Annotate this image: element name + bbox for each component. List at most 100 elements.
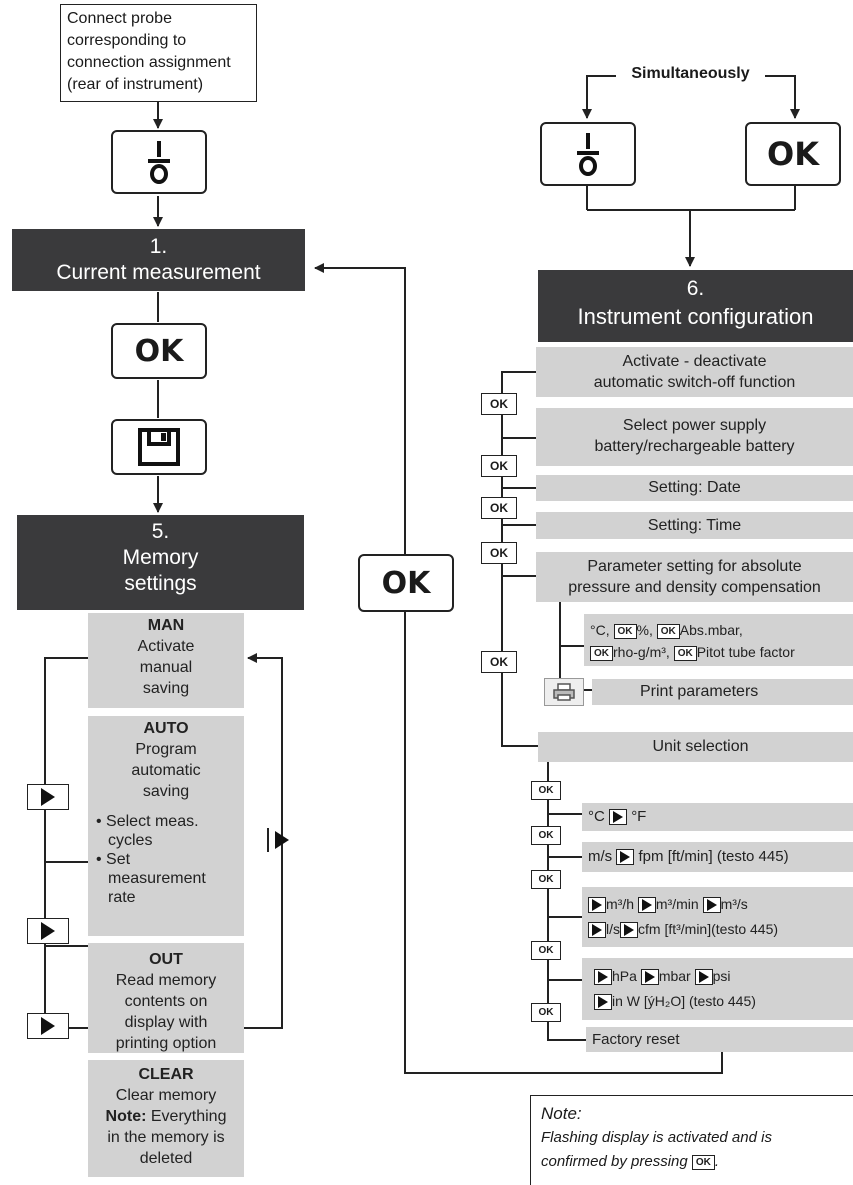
mode-man-line1: Activate bbox=[137, 638, 195, 655]
ok-key-unit-1[interactable]: OK bbox=[531, 781, 561, 800]
param-unit-rho: rho-g/m³, bbox=[613, 644, 674, 660]
ok-key-time[interactable]: OK bbox=[481, 542, 517, 564]
ok-button-return[interactable]: OK bbox=[358, 554, 454, 612]
param-unit-pitot: Pitot tube factor bbox=[696, 644, 795, 660]
probe-note-text: Connect probe corresponding to connectio… bbox=[67, 10, 231, 93]
next-button-man[interactable] bbox=[27, 784, 69, 810]
return-bar bbox=[267, 828, 269, 852]
next-key-icon bbox=[640, 969, 659, 986]
mode-man[interactable]: MAN Activate manual saving bbox=[88, 613, 244, 708]
power-line1: Select power supply bbox=[622, 417, 767, 434]
simultaneously-label: Simultaneously bbox=[631, 65, 750, 82]
unit-hpa: hPa bbox=[612, 968, 637, 984]
unit-m3min: m³/min bbox=[655, 896, 699, 912]
config-auto-off[interactable]: Activate - deactivate automatic switch-o… bbox=[536, 347, 853, 397]
mode-auto[interactable]: AUTO Program automatic saving • Select m… bbox=[88, 716, 244, 936]
ok-key-autooff[interactable]: OK bbox=[481, 393, 517, 415]
config-unit-selection[interactable]: Unit selection bbox=[538, 732, 853, 762]
print-button[interactable] bbox=[544, 678, 584, 706]
ok-key-parameters[interactable]: OK bbox=[481, 651, 517, 673]
next-button-auto[interactable] bbox=[27, 918, 69, 944]
next-key-icon bbox=[616, 849, 635, 866]
current-measurement-number: 1. bbox=[149, 235, 168, 258]
next-button-out[interactable] bbox=[27, 1013, 69, 1039]
mode-clear[interactable]: CLEAR Clear memory Note: Everything in t… bbox=[88, 1060, 244, 1177]
mode-clear-note-label: Note: bbox=[105, 1108, 147, 1125]
floppy-disk-icon bbox=[138, 428, 180, 466]
play-arrow-icon bbox=[41, 788, 55, 806]
instrument-configuration-block: 6. Instrument configuration bbox=[538, 270, 853, 342]
config-number: 6. bbox=[686, 277, 705, 300]
param-line2: pressure and density compensation bbox=[568, 579, 821, 596]
ok-key-date[interactable]: OK bbox=[481, 497, 517, 519]
config-power-supply[interactable]: Select power supply battery/rechargeable… bbox=[536, 408, 853, 466]
config-factory-reset[interactable]: Factory reset bbox=[586, 1027, 853, 1052]
mode-out[interactable]: OUT Read memory contents on display with… bbox=[88, 943, 244, 1053]
unit-mbar: mbar bbox=[658, 968, 691, 984]
config-time[interactable]: Setting: Time bbox=[536, 512, 853, 539]
ok-button-label: OK bbox=[381, 565, 431, 601]
ok-button-label: OK bbox=[134, 333, 184, 369]
unit-ms: m/s bbox=[588, 848, 613, 865]
mode-auto-line2: automatic bbox=[131, 762, 201, 779]
unit-celsius: °C bbox=[588, 808, 605, 825]
ok-key-icon: OK bbox=[691, 1154, 715, 1170]
memory-settings-title-2: settings bbox=[124, 572, 197, 595]
ok-key-unit-5[interactable]: OK bbox=[531, 1003, 561, 1022]
mode-auto-name: AUTO bbox=[143, 720, 189, 737]
unit-cfm: cfm [ft³/min](testo 445) bbox=[638, 921, 779, 937]
ok-key-unit-2[interactable]: OK bbox=[531, 826, 561, 845]
ok-key-power[interactable]: OK bbox=[481, 455, 517, 477]
auto-bullet-2a: • Set bbox=[96, 851, 131, 868]
param-unit-abs: Abs.mbar, bbox=[679, 622, 743, 638]
auto-bullet-2c: rate bbox=[108, 889, 136, 906]
power-icon bbox=[148, 141, 170, 184]
ok-button-measure[interactable]: OK bbox=[111, 323, 207, 379]
auto-bullet-1b: cycles bbox=[108, 832, 153, 849]
note-line2: confirmed by pressing OK. bbox=[541, 1150, 843, 1174]
next-button-return[interactable] bbox=[256, 826, 300, 854]
next-key-icon bbox=[620, 922, 638, 939]
ok-key-unit-3[interactable]: OK bbox=[531, 870, 561, 889]
unit-pressure[interactable]: hPa mbar psi in W [ýH₂O] (testo 445) bbox=[582, 958, 853, 1020]
unit-velocity[interactable]: m/s fpm [ft/min] (testo 445) bbox=[582, 842, 853, 872]
power-line2: battery/rechargeable battery bbox=[594, 438, 795, 455]
unit-temperature[interactable]: °C °F bbox=[582, 803, 853, 831]
ok-key-icon: OK bbox=[656, 623, 680, 639]
note-line2-text: confirmed by pressing bbox=[541, 1153, 688, 1170]
mode-auto-line3: saving bbox=[142, 783, 190, 800]
next-key-icon bbox=[588, 922, 606, 939]
ok-button-config[interactable]: OK bbox=[745, 122, 841, 186]
next-key-icon bbox=[637, 897, 656, 914]
current-measurement-title: Current measurement bbox=[56, 261, 261, 284]
power-button-config[interactable] bbox=[540, 122, 636, 186]
mode-out-line3: display with bbox=[124, 1014, 208, 1031]
config-parameters[interactable]: Parameter setting for absolute pressure … bbox=[536, 552, 853, 602]
next-key-icon bbox=[594, 994, 612, 1011]
press-row2: in W [ýH₂O] (testo 445) bbox=[594, 989, 853, 1014]
ok-button-label: OK bbox=[767, 135, 819, 173]
save-button[interactable] bbox=[111, 419, 207, 475]
ok-key-icon: OK bbox=[590, 645, 613, 661]
mode-man-line3: saving bbox=[142, 680, 190, 697]
mode-clear-note-line: Note: Everything bbox=[88, 1106, 244, 1127]
unit-psi: psi bbox=[712, 968, 731, 984]
ok-key-unit-4[interactable]: OK bbox=[531, 941, 561, 960]
auto-off-line1: Activate - deactivate bbox=[622, 353, 767, 370]
mode-out-line4: printing option bbox=[115, 1035, 217, 1052]
next-key-icon bbox=[702, 897, 721, 914]
power-icon bbox=[577, 133, 599, 176]
auto-bullet-2b: measurement bbox=[108, 870, 206, 887]
mode-man-name: MAN bbox=[147, 617, 185, 634]
next-key-icon bbox=[594, 969, 612, 986]
config-title: Instrument configuration bbox=[577, 304, 814, 329]
config-print-parameters[interactable]: Print parameters bbox=[592, 679, 853, 705]
next-key-icon bbox=[609, 809, 628, 826]
power-button[interactable] bbox=[111, 130, 207, 194]
config-date[interactable]: Setting: Date bbox=[536, 475, 853, 501]
